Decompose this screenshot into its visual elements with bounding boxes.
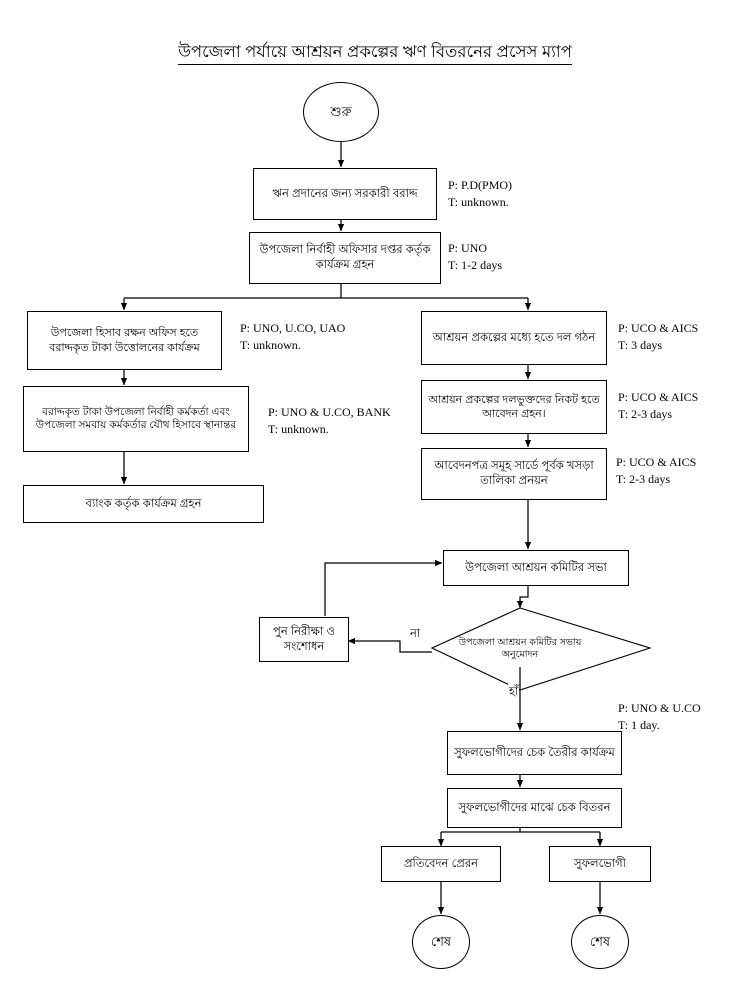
anno-uno-office-person: P: UNO bbox=[448, 241, 488, 255]
anno-joint-account: P: UNO & U.CO, BANK T: unknown. bbox=[268, 404, 391, 438]
process-cheque-distribute-label: সুফলভোগীদের মাঝে চেক বিতরন bbox=[458, 801, 611, 814]
anno-draft-list-time: T: 2-3 days bbox=[616, 472, 671, 487]
anno-uno-office: P: UNO T: 1-2 days bbox=[448, 240, 502, 274]
process-cheque-distribute: সুফলভোগীদের মাঝে চেক বিতরন bbox=[447, 788, 622, 828]
anno-cheque-time: T: 1 day. bbox=[618, 718, 660, 733]
process-govt-allocation-label: ঋন প্রদানের জন্য সরকারী বরাদ্দ bbox=[272, 187, 418, 200]
anno-group-formation-person: P: UCO & AICS bbox=[618, 321, 699, 335]
anno-withdraw-time: T: unknown. bbox=[240, 338, 301, 353]
process-draft-list-label: আবেদনপত্র সমূহ সার্ডে পূর্বক খসড়া তালিক… bbox=[434, 460, 594, 487]
process-collect-applications: আশ্রয়ন প্রকল্পের দলভুক্তদের নিকট হতে আব… bbox=[421, 380, 607, 434]
anno-joint-account-person: P: UNO & U.CO, BANK bbox=[268, 405, 391, 419]
process-re-audit-label: পুন নিরীক্ষা ও সংশোধন bbox=[273, 625, 335, 653]
process-committee-meeting: উপজেলা আশ্রয়ন কমিটির সভা bbox=[443, 550, 629, 586]
anno-draft-list-person: P: UCO & AICS bbox=[616, 455, 697, 469]
edge-label-yes-text: হাঁ bbox=[509, 686, 519, 698]
process-joint-account: বরাদ্দকৃত টাকা উপজেলা নির্বাহী কর্মকর্তা… bbox=[23, 386, 249, 452]
process-re-audit: পুন নিরীক্ষা ও সংশোধন bbox=[259, 617, 349, 662]
decision-committee-approval-label: উপজেলা আশ্রয়ন কমিটির সভায় অনুমোদন bbox=[458, 636, 582, 660]
process-withdraw-money: উপজেলা হিসাব রক্ষন অফিস হতে বরাদ্দকৃত টা… bbox=[27, 311, 222, 370]
anno-cheque-person: P: UNO & U.CO bbox=[618, 701, 701, 715]
terminator-start: শুরু bbox=[303, 82, 379, 142]
terminator-end-right: শেষ bbox=[571, 915, 629, 969]
anno-cheque: P: UNO & U.CO T: 1 day. bbox=[618, 700, 701, 734]
anno-govt-allocation: P: P.D(PMO) T: unknown. bbox=[448, 177, 512, 211]
process-group-formation: আশ্রয়ন প্রকল্পের মধ্যে হতে দল গঠন bbox=[421, 311, 607, 365]
anno-applications: P: UCO & AICS T: 2-3 days bbox=[618, 389, 698, 423]
process-uno-office-action-label: উপজেলা নির্বাহী অফিসার দপ্তর কর্তৃক কার্… bbox=[259, 244, 431, 271]
page-title-text: উপজেলা পর্যায়ে আশ্রয়ন প্রকল্পের ঋণ বিত… bbox=[178, 43, 572, 66]
decision-diamond bbox=[430, 607, 652, 691]
edge-label-no-text: না bbox=[410, 628, 421, 640]
anno-govt-allocation-time: T: unknown. bbox=[448, 195, 509, 210]
anno-group-formation-time: T: 3 days bbox=[618, 338, 663, 353]
edge-label-no: না bbox=[409, 625, 422, 644]
anno-applications-person: P: UCO & AICS bbox=[618, 390, 699, 404]
process-group-formation-label: আশ্রয়ন প্রকল্পের মধ্যে হতে দল গঠন bbox=[432, 331, 596, 344]
process-send-report: প্রতিবেদন প্রেরন bbox=[381, 846, 501, 882]
process-cheque-prepare-label: সুফলভোগীদের চেক তৈরীর কার্যক্রম bbox=[454, 746, 615, 759]
anno-joint-account-time: T: unknown. bbox=[268, 422, 329, 437]
anno-group-formation: P: UCO & AICS T: 3 days bbox=[618, 320, 698, 354]
page-title: উপজেলা পর্যায়ে আশ্রয়ন প্রকল্পের ঋণ বিত… bbox=[0, 39, 750, 66]
anno-applications-time: T: 2-3 days bbox=[618, 407, 673, 422]
process-send-report-label: প্রতিবেদন প্রেরন bbox=[403, 857, 479, 870]
edge-label-yes: হাঁ bbox=[508, 683, 520, 702]
process-bank-action: ব্যাংক কর্তৃক কার্যক্রম গ্রহন bbox=[23, 485, 264, 523]
edge-reaudit-to-meeting bbox=[324, 559, 443, 616]
process-beneficiary: সুফলভোগী bbox=[549, 846, 651, 882]
terminator-end-left: শেষ bbox=[412, 915, 470, 969]
edge-decision-no-to-reaudit bbox=[347, 637, 432, 653]
anno-withdraw-person: P: UNO, U.CO, UAO bbox=[240, 321, 346, 335]
process-uno-office-action: উপজেলা নির্বাহী অফিসার দপ্তর কর্তৃক কার্… bbox=[249, 232, 441, 284]
process-committee-meeting-label: উপজেলা আশ্রয়ন কমিটির সভা bbox=[465, 561, 607, 574]
terminator-end-left-label: শেষ bbox=[430, 933, 452, 949]
process-cheque-prepare: সুফলভোগীদের চেক তৈরীর কার্যক্রম bbox=[447, 731, 622, 775]
terminator-end-right-label: শেষ bbox=[589, 933, 611, 949]
anno-withdraw: P: UNO, U.CO, UAO T: unknown. bbox=[240, 320, 345, 354]
process-withdraw-money-label: উপজেলা হিসাব রক্ষন অফিস হতে বরাদ্দকৃত টা… bbox=[49, 327, 200, 354]
anno-govt-allocation-person: P: P.D(PMO) bbox=[448, 178, 513, 192]
process-bank-action-label: ব্যাংক কর্তৃক কার্যক্রম গ্রহন bbox=[85, 497, 202, 510]
process-joint-account-label: বরাদ্দকৃত টাকা উপজেলা নির্বাহী কর্মকর্তা… bbox=[35, 405, 237, 431]
anno-draft-list: P: UCO & AICS T: 2-3 days bbox=[616, 454, 696, 488]
process-govt-allocation: ঋন প্রদানের জন্য সরকারী বরাদ্দ bbox=[253, 168, 437, 220]
process-collect-applications-label: আশ্রয়ন প্রকল্পের দলভুক্তদের নিকট হতে আব… bbox=[428, 393, 600, 420]
anno-uno-office-time: T: 1-2 days bbox=[448, 258, 503, 273]
terminator-start-label: শুরু bbox=[330, 103, 352, 119]
process-beneficiary-label: সুফলভোগী bbox=[574, 857, 626, 870]
edge-meeting-to-decision bbox=[516, 586, 529, 609]
process-draft-list: আবেদনপত্র সমূহ সার্ডে পূর্বক খসড়া তালিক… bbox=[421, 448, 607, 500]
decision-committee-approval: উপজেলা আশ্রয়ন কমিটির সভায় অনুমোদন bbox=[445, 629, 595, 669]
